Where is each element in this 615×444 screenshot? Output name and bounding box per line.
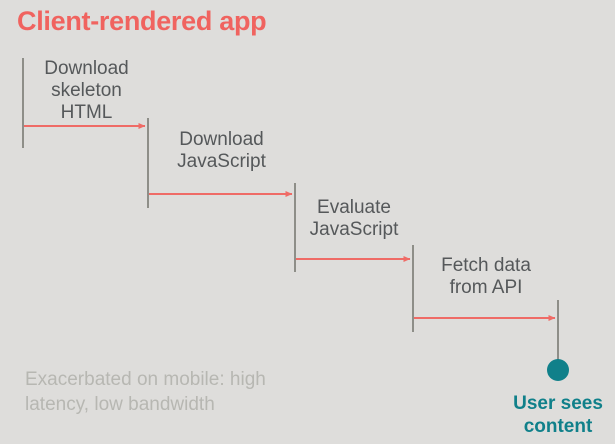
step-label-evaluate-javascript: Evaluate JavaScript: [309, 197, 399, 240]
footnote-text: Exacerbated on mobile: high latency, low…: [25, 369, 266, 415]
step-label-download-skeleton-html: Download skeleton HTML: [44, 58, 129, 123]
user-sees-content-dot-icon: [547, 359, 569, 381]
step-label-download-javascript: Download JavaScript: [177, 129, 266, 172]
endpoint-label-user-sees-content: User sees content: [513, 393, 603, 437]
step-label-fetch-data-from-api: Fetch data from API: [441, 255, 531, 298]
page-title: Client-rendered app: [17, 6, 267, 36]
